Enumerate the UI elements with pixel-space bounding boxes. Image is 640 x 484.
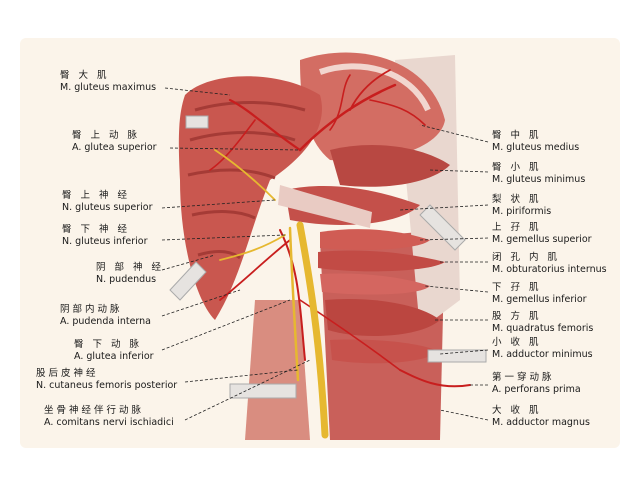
label-la: M. obturatorius internus xyxy=(492,264,607,275)
label-zh: 小 收 肌 xyxy=(492,337,542,348)
label-zh: 臀 小 肌 xyxy=(492,162,542,173)
label-adductor-magnus: 大 收 肌 M. adductor magnus xyxy=(492,405,590,429)
label-la: M. gemellus inferior xyxy=(492,294,587,305)
label-zh: 股后皮神经 xyxy=(36,368,99,379)
label-zh: 阴 部 神 经 xyxy=(96,262,165,273)
label-quadratus-femoris: 股 方 肌 M. quadratus femoris xyxy=(492,311,593,335)
gluteus-medius-fascia xyxy=(319,63,431,112)
label-comitans-nervi-ischiadici-artery: 坐骨神经伴行动脉 A. comitans nervi ischiadici xyxy=(44,405,174,429)
label-zh: 臀 中 肌 xyxy=(492,130,542,141)
label-gluteus-superior-nerve: 臀 上 神 经 N. gluteus superior xyxy=(62,190,153,214)
label-zh: 臀 下 神 经 xyxy=(62,224,131,235)
arteries xyxy=(209,69,471,388)
label-zh: 大 收 肌 xyxy=(492,405,542,416)
label-la: A. glutea inferior xyxy=(74,351,154,362)
sciatic-nerve xyxy=(296,221,329,439)
label-la: M. gluteus minimus xyxy=(492,174,586,185)
piriformis-tendon xyxy=(278,185,372,228)
label-pudenda-interna-artery: 阴部内动脉 A. pudenda interna xyxy=(60,304,151,328)
label-cutaneus-femoris-posterior-nerve: 股后皮神经 N. cutaneus femoris posterior xyxy=(36,368,177,392)
label-la: N. cutaneus femoris posterior xyxy=(36,380,178,391)
quadratus-femoris-muscle xyxy=(325,298,440,336)
label-gluteus-inferior-nerve: 臀 下 神 经 N. gluteus inferior xyxy=(62,224,148,248)
label-la: M. gluteus maximus xyxy=(60,82,157,93)
label-glutea-superior-artery: 臀 上 动 脉 A. glutea superior xyxy=(72,130,157,154)
gluteus-maximus-fibers xyxy=(194,101,306,112)
label-zh: 臀 下 动 脉 xyxy=(74,339,143,350)
retractor-hook xyxy=(185,115,209,129)
label-la: M. piriformis xyxy=(492,206,552,217)
label-zh: 阴部内动脉 xyxy=(60,304,123,315)
label-gluteus-minimus: 臀 小 肌 M. gluteus minimus xyxy=(492,162,585,186)
label-zh: 臀 上 神 经 xyxy=(62,190,131,201)
thigh-muscle xyxy=(245,300,310,440)
label-perforans-prima-artery: 第一穿动脉 A. perforans prima xyxy=(492,372,581,396)
label-la: M. gluteus medius xyxy=(492,142,580,153)
label-la: N. pudendus xyxy=(96,274,157,285)
label-gemellus-superior: 上 孖 肌 M. gemellus superior xyxy=(492,222,592,246)
label-zh: 下 孖 肌 xyxy=(492,282,542,293)
label-zh: 坐骨神经伴行动脉 xyxy=(44,405,145,416)
label-glutea-inferior-artery: 臀 下 动 脉 A. glutea inferior xyxy=(74,339,154,363)
gemellus-superior-muscle xyxy=(320,229,430,250)
label-zh: 梨 状 肌 xyxy=(492,194,542,205)
gluteus-medius-muscle xyxy=(300,52,445,161)
label-la: N. gluteus superior xyxy=(62,202,153,213)
label-la: M. adductor minimus xyxy=(492,349,593,360)
label-zh: 臀 大 肌 xyxy=(60,70,110,81)
label-la: A. perforans prima xyxy=(492,384,581,395)
nerves xyxy=(214,149,329,439)
label-la: A. comitans nervi ischiadici xyxy=(44,417,174,428)
label-la: M. adductor magnus xyxy=(492,417,590,428)
label-piriformis: 梨 状 肌 M. piriformis xyxy=(492,194,551,218)
leader-lines xyxy=(161,87,489,421)
label-adductor-minimus: 小 收 肌 M. adductor minimus xyxy=(492,337,593,361)
label-zh: 上 孖 肌 xyxy=(492,222,542,233)
label-la: A. glutea superior xyxy=(72,142,157,153)
piriformis-muscle xyxy=(285,185,420,225)
gemellus-inferior-muscle xyxy=(320,273,430,295)
label-gemellus-inferior: 下 孖 肌 M. gemellus inferior xyxy=(492,282,587,306)
label-gluteus-medius: 臀 中 肌 M. gluteus medius xyxy=(492,130,579,154)
label-la: M. gemellus superior xyxy=(492,234,592,245)
label-zh: 闭 孔 内 肌 xyxy=(492,252,561,263)
gluteus-minimus-muscle xyxy=(330,145,450,187)
label-la: A. pudenda interna xyxy=(60,316,152,327)
label-pudendus-nerve: 阴 部 神 经 N. pudendus xyxy=(96,262,164,286)
label-gluteus-maximus: 臀 大 肌 M. gluteus maximus xyxy=(60,70,156,94)
label-zh: 臀 上 动 脉 xyxy=(72,130,141,141)
label-la: N. gluteus inferior xyxy=(62,236,148,247)
label-la: M. quadratus femoris xyxy=(492,323,594,334)
label-obturatorius-internus: 闭 孔 内 肌 M. obturatorius internus xyxy=(492,252,607,276)
adductor-minimus-muscle xyxy=(330,339,440,364)
obturator-internus-muscle xyxy=(318,250,445,272)
label-zh: 第一穿动脉 xyxy=(492,372,555,383)
label-zh: 股 方 肌 xyxy=(492,311,542,322)
